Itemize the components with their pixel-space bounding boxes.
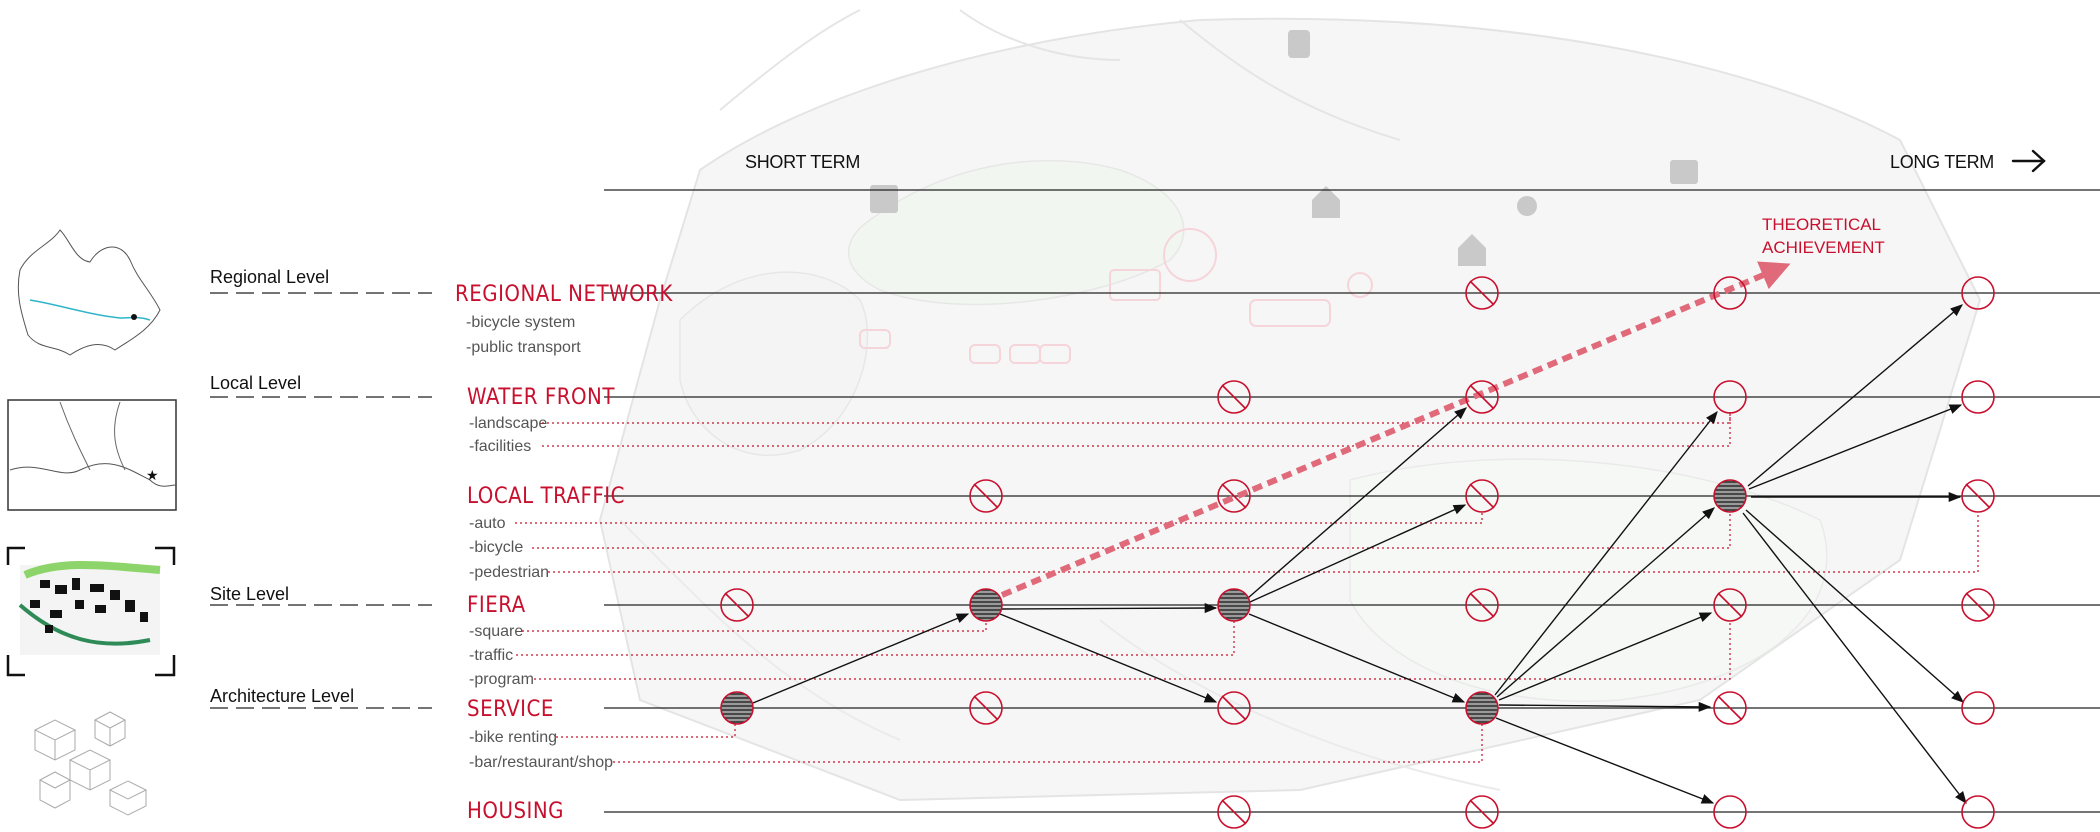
sub-public-transport: -public transport [466,339,581,356]
node-empty [1713,380,1747,414]
long-term-label: LONG TERM [1890,152,1994,172]
node-empty [1961,691,1995,725]
node-blocked [969,691,1003,725]
sub-bike-renting: -bike renting [469,729,557,746]
sub-bicycle-system: -bicycle system [466,314,575,331]
background-landscape-sketch [598,9,1982,802]
node-blocked [1713,691,1747,725]
theoretical-achievement-arrow [1000,261,1791,598]
node-active [1465,691,1499,725]
node-blocked [1465,276,1499,310]
node-blocked [1713,588,1747,622]
category-local-traffic: LOCAL TRAFFIC [467,484,625,509]
sub-item-connectors [515,412,1979,763]
category-fiera: FIERA [467,593,526,618]
arrow-right-icon [2011,149,2046,173]
progression-arrows [752,304,1967,804]
sub-auto: -auto [469,515,506,532]
category-water-front: WATER FRONT [467,385,615,410]
node-blocked [1217,479,1251,513]
architecture-level-label: Architecture Level [210,686,354,706]
node-empty [1713,795,1747,829]
theoretical-label-2: ACHIEVEMENT [1762,238,1885,257]
node-blocked [1465,795,1499,829]
node-blocked [1217,691,1251,725]
thumbnail-local-map: ★ [7,399,177,511]
category-service: SERVICE [467,697,554,722]
thumbnail-site-plan [6,546,176,677]
node-active [1217,588,1251,622]
sub-program: -program [469,671,534,688]
sub-facilities: -facilities [469,438,531,455]
node-blocked [1217,380,1251,414]
node-blocked [1465,380,1499,414]
node-empty [1961,276,1995,310]
node-empty [1961,380,1995,414]
node-empty [1961,795,1995,829]
node-active [969,588,1003,622]
local-level-label: Local Level [210,373,301,393]
sub-square: -square [469,623,523,640]
regional-level-label: Regional Level [210,267,329,287]
sub-bicycle: -bicycle [469,539,523,556]
sub-traffic: -traffic [469,647,513,664]
node-empty [1713,276,1747,310]
category-housing: HOUSING [467,799,564,824]
node-blocked [969,479,1003,513]
short-term-label: SHORT TERM [745,152,860,172]
sub-bar-restaurant-shop: -bar/restaurant/shop [469,754,613,771]
svg-text:★: ★ [146,467,159,483]
site-level-label: Site Level [210,584,289,604]
theoretical-label-1: THEORETICAL [1762,215,1881,234]
node-blocked [1465,588,1499,622]
category-regional-network: REGIONAL NETWORK [455,282,673,307]
node-blocked [1961,588,1995,622]
node-blocked [1217,795,1251,829]
node-blocked [1465,479,1499,513]
timeline-nodes [720,276,1995,829]
level-dashes [210,292,432,709]
node-blocked [1961,479,1995,513]
node-active [1713,479,1747,513]
node-blocked [720,588,754,622]
node-active [720,691,754,725]
sub-landscape: -landscape [469,415,547,432]
thumbnail-architecture-axonometric [33,711,148,816]
sub-pedestrian: -pedestrian [469,564,549,581]
thumbnail-regional-map [17,229,161,356]
row-lines [604,292,2100,813]
